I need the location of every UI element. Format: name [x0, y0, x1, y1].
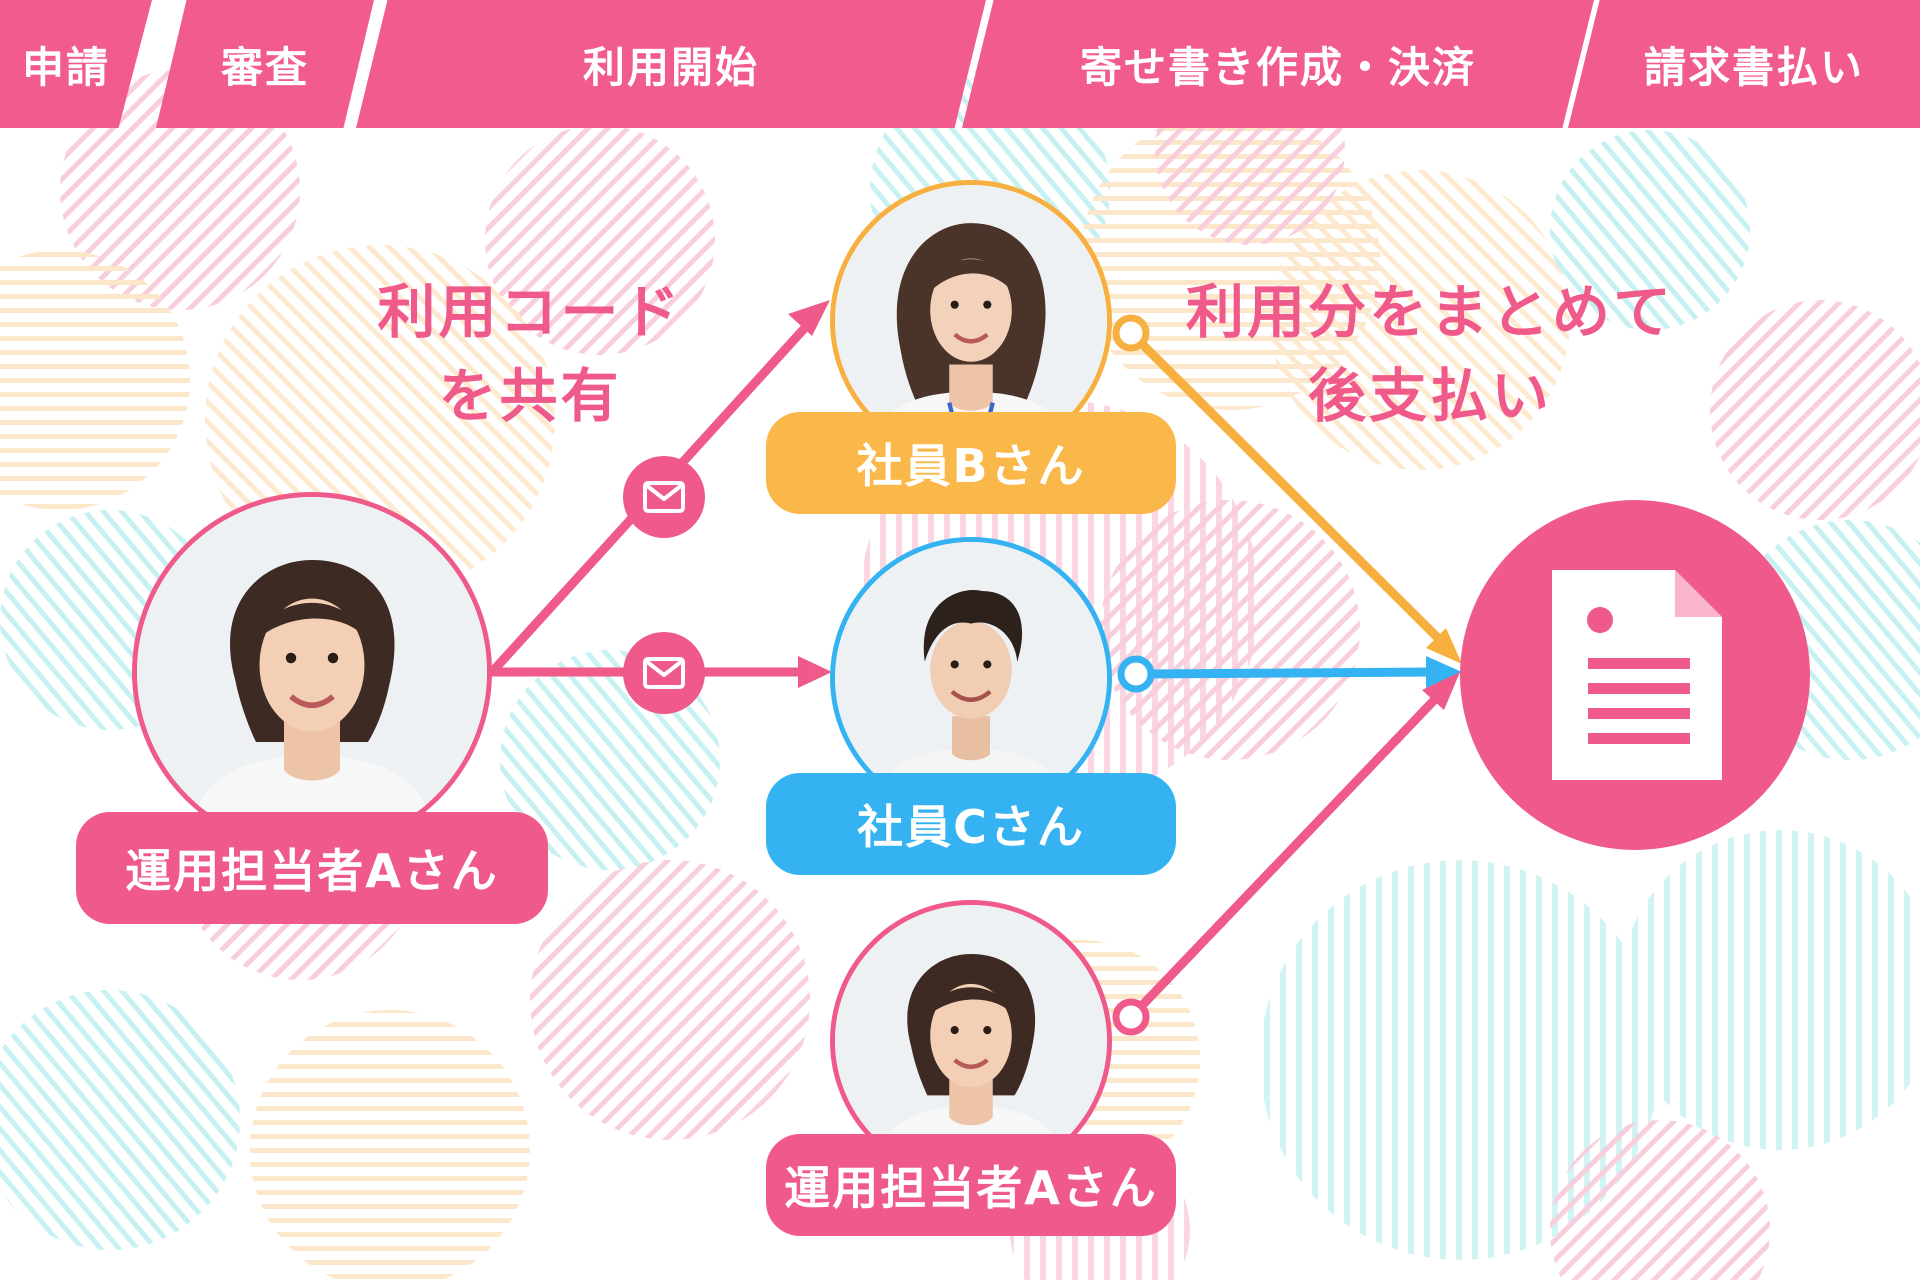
step-start-use: 利用開始 — [356, 0, 986, 128]
caption-share-code: 利用コード を共有 — [350, 270, 710, 438]
step-invoice-payment: 請求書払い — [1568, 0, 1920, 128]
caption-line: 後支払い — [1160, 354, 1700, 438]
name-label-employee-b: 社員Bさん — [766, 412, 1176, 514]
step-create-and-pay: 寄せ書き作成・決済 — [962, 0, 1594, 128]
mail-badge — [623, 456, 705, 538]
mail-icon — [642, 480, 686, 514]
step-label: 寄せ書き作成・決済 — [1080, 34, 1476, 95]
mail-icon — [642, 656, 686, 690]
caption-line: 利用分をまとめて — [1160, 270, 1700, 354]
step-label: 審査 — [221, 34, 309, 95]
mail-badge — [623, 632, 705, 714]
caption-line: を共有 — [350, 354, 710, 438]
caption-line: 利用コード — [350, 270, 710, 354]
name-label-admin: 運用担当者Aさん — [76, 812, 548, 924]
step-label: 申請 — [22, 34, 110, 95]
document-icon — [1460, 500, 1810, 850]
name-label-employee-c: 社員Cさん — [766, 773, 1176, 875]
avatar-admin — [132, 492, 492, 852]
step-apply: 申請 — [0, 0, 152, 128]
arrow-c-to-invoice — [1121, 656, 1462, 689]
step-review: 審査 — [156, 0, 374, 128]
step-label: 請求書払い — [1644, 34, 1864, 95]
step-label: 利用開始 — [583, 34, 759, 95]
caption-deferred-payment: 利用分をまとめて 後支払い — [1160, 270, 1700, 438]
invoice-badge — [1460, 500, 1810, 850]
person-woman-icon — [137, 497, 487, 847]
name-label-admin-bottom: 運用担当者Aさん — [766, 1134, 1176, 1236]
